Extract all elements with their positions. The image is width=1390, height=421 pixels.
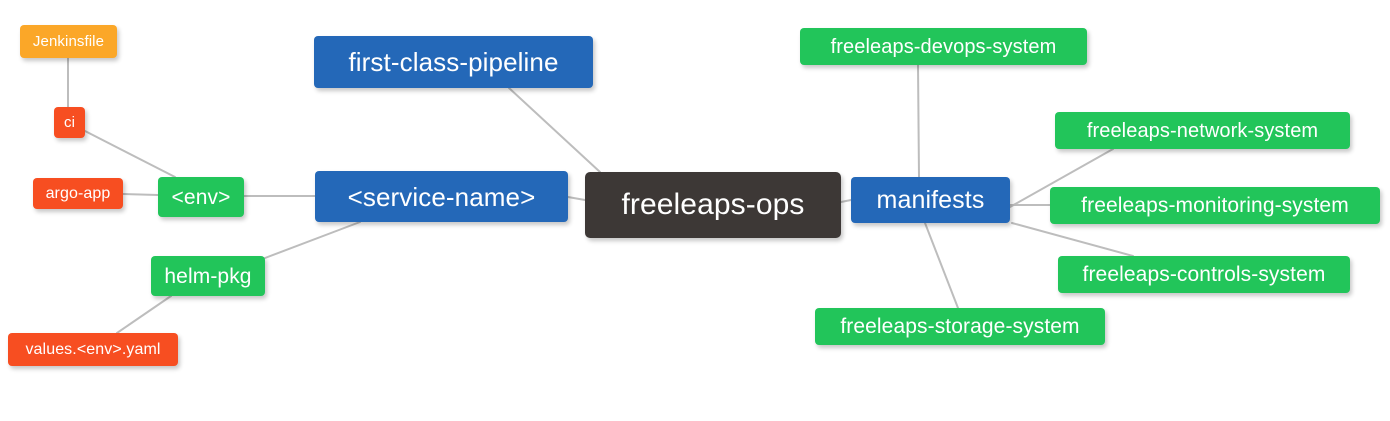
node-argo-app[interactable]: argo-app: [33, 178, 123, 209]
node-freeleaps-network-system[interactable]: freeleaps-network-system: [1055, 112, 1350, 149]
node-env[interactable]: <env>: [158, 177, 244, 217]
node-freeleaps-ops[interactable]: freeleaps-ops: [585, 172, 841, 238]
edge-env-to-argo-app: [122, 193, 159, 196]
edge-manifests-to-freeleaps-network-system: [1009, 148, 1114, 208]
edge-freeleaps-ops-to-manifests: [840, 199, 852, 203]
node-freeleaps-controls-system[interactable]: freeleaps-controls-system: [1058, 256, 1350, 293]
edge-manifests-to-freeleaps-controls-system: [1011, 222, 1134, 257]
edge-manifests-to-freeleaps-devops-system: [917, 64, 920, 178]
node-freeleaps-devops-system[interactable]: freeleaps-devops-system: [800, 28, 1087, 65]
node-manifests[interactable]: manifests: [851, 177, 1010, 223]
edge-freeleaps-ops-to-service-name: [567, 196, 586, 201]
node-values-env-yaml[interactable]: values.<env>.yaml: [8, 333, 178, 366]
edge-manifests-to-freeleaps-storage-system: [924, 222, 959, 309]
node-helm-pkg[interactable]: helm-pkg: [151, 256, 265, 296]
node-jenkinsfile[interactable]: Jenkinsfile: [20, 25, 117, 58]
node-ci[interactable]: ci: [54, 107, 85, 138]
edge-env-to-ci: [84, 130, 176, 178]
node-service-name[interactable]: <service-name>: [315, 171, 568, 222]
edge-service-name-to-helm-pkg: [264, 221, 361, 259]
node-first-class-pipeline[interactable]: first-class-pipeline: [314, 36, 593, 88]
edge-freeleaps-ops-to-first-class-pipeline: [508, 87, 601, 173]
node-freeleaps-monitoring-system[interactable]: freeleaps-monitoring-system: [1050, 187, 1380, 224]
edge-helm-pkg-to-values-env-yaml: [116, 295, 172, 334]
node-freeleaps-storage-system[interactable]: freeleaps-storage-system: [815, 308, 1105, 345]
